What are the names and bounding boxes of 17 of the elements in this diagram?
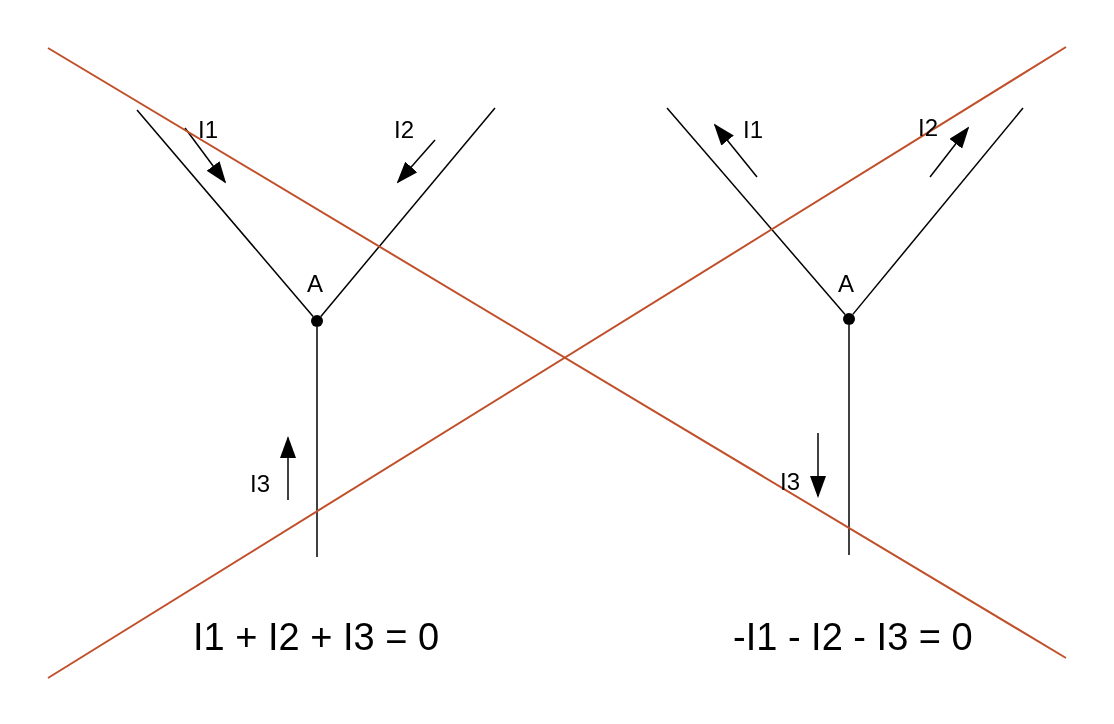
wire [320, 107, 496, 318]
junction-dot [843, 313, 855, 325]
wire [848, 324, 850, 556]
node-label: A [838, 272, 854, 296]
wire [852, 107, 1024, 316]
equation: -I1 - I2 - I3 = 0 [733, 618, 973, 656]
wire [666, 107, 846, 316]
current-label: I2 [394, 118, 414, 142]
current-label: I3 [250, 472, 270, 496]
wire [136, 109, 314, 318]
current-label: I3 [780, 470, 800, 494]
junction-dot [311, 315, 323, 327]
wire [316, 326, 318, 558]
equation: I1 + I2 + I3 = 0 [193, 618, 440, 656]
current-label: I1 [198, 118, 218, 142]
node-label: A [307, 272, 323, 296]
current-label: I1 [743, 118, 763, 142]
